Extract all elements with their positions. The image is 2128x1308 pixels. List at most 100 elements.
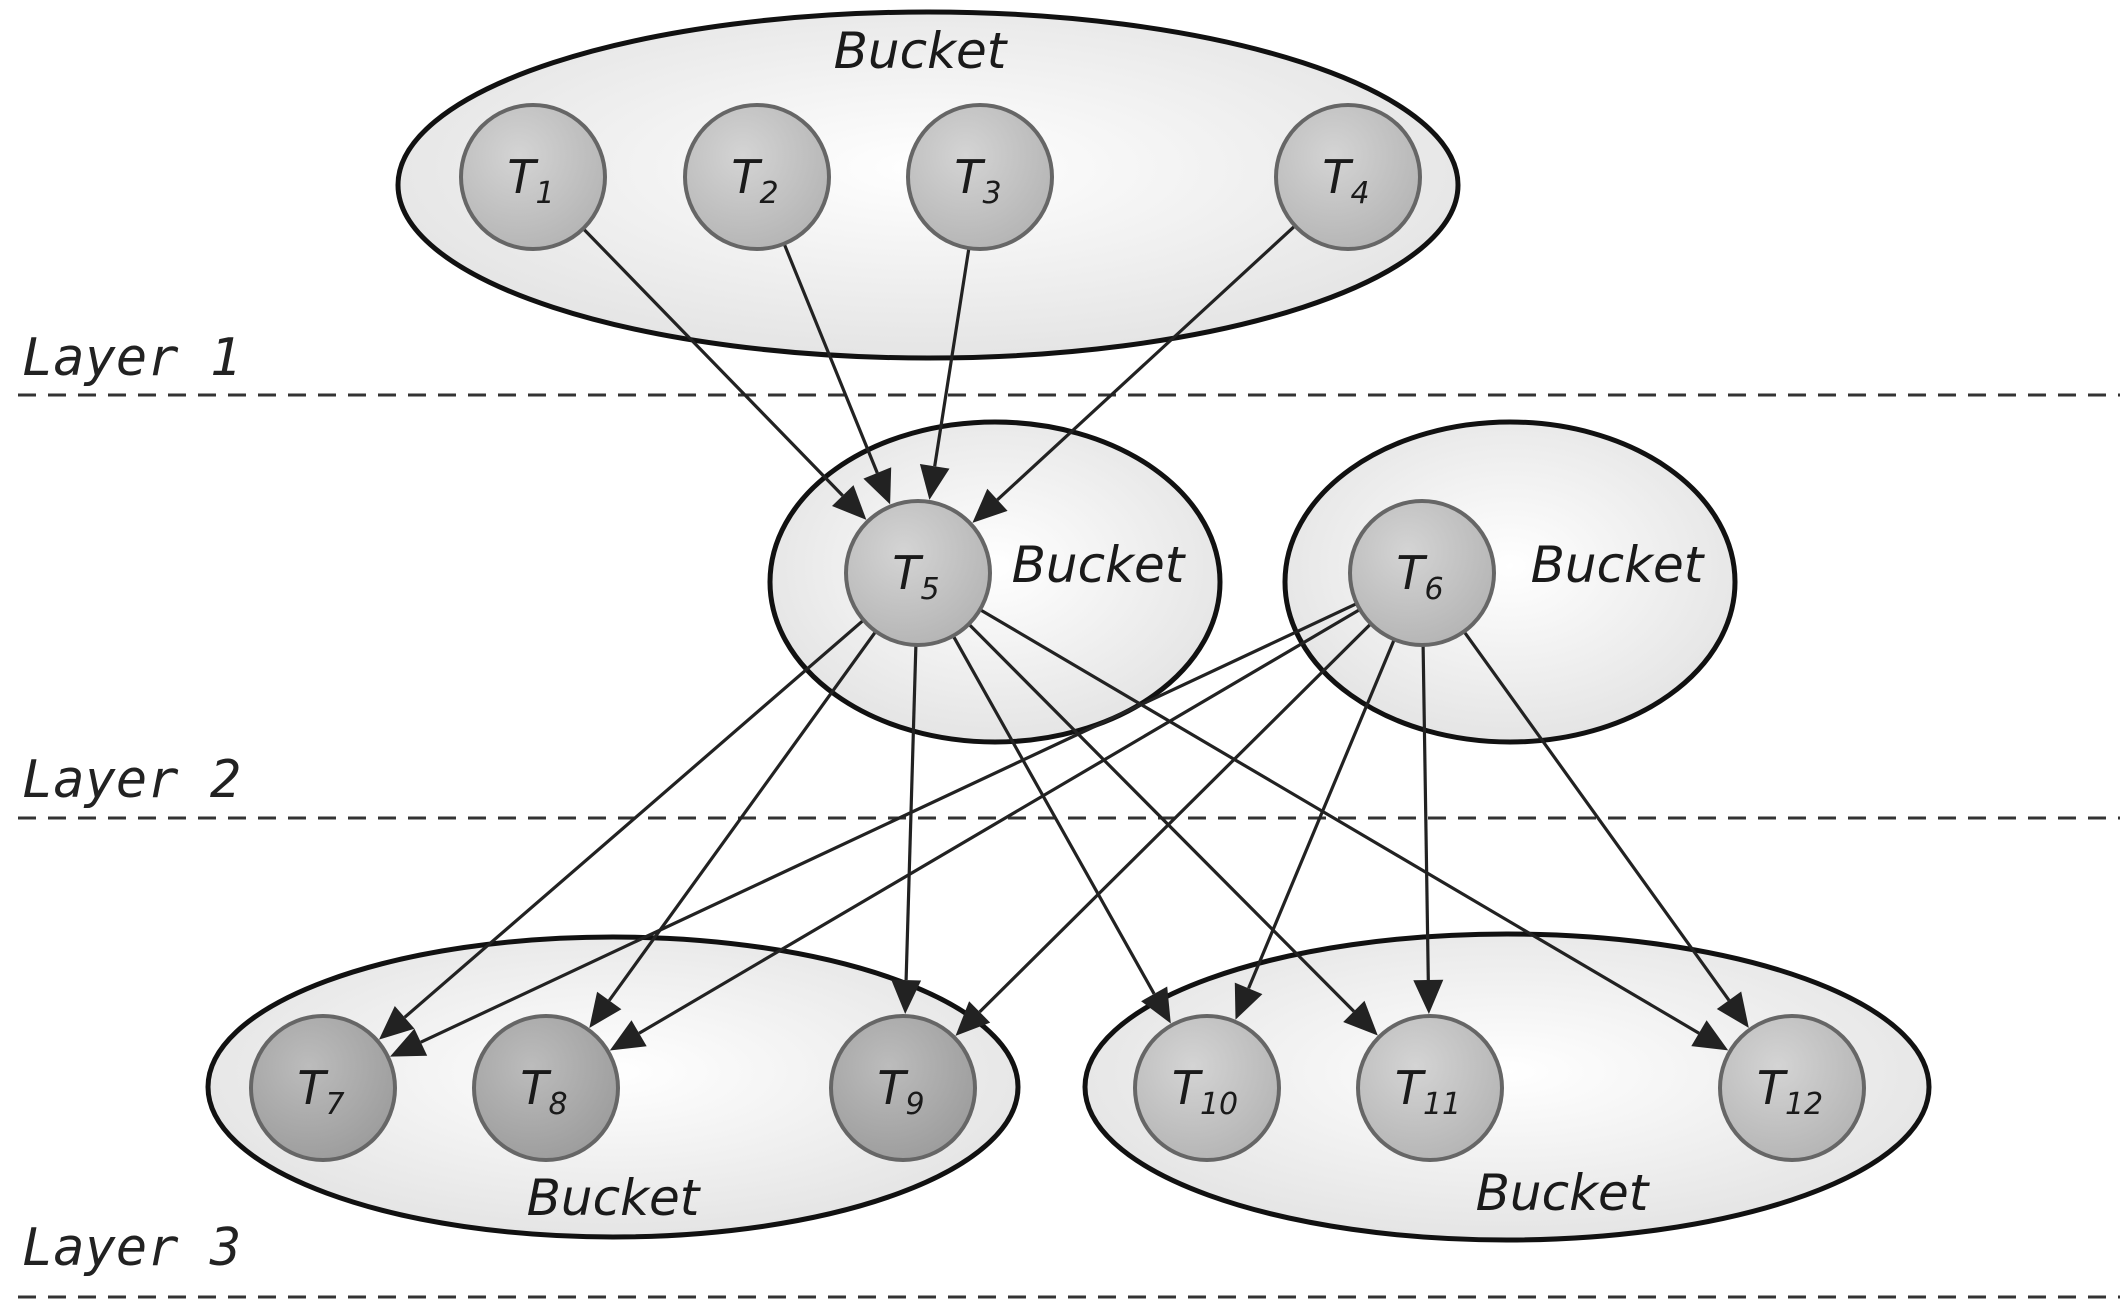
- bucket-t5-label: Bucket: [1012, 536, 1187, 594]
- task-label-t9: T: [877, 1061, 909, 1115]
- svg-text:T5: T5: [892, 546, 939, 607]
- task-circle-t11: [1356, 1014, 1504, 1162]
- arrowhead-t5-t10: [1141, 986, 1171, 1024]
- edge-t6-t8: [638, 608, 1361, 1035]
- edge-t5-t7: [403, 618, 865, 1019]
- svg-text:T8: T8: [520, 1061, 567, 1122]
- task-sub-t1: 1: [536, 176, 555, 211]
- bucket-bottom-right-label: Bucket: [1476, 1164, 1651, 1222]
- bucket-bottom-right: [1082, 931, 1932, 1243]
- task-nodes: T1 T2 T3 T4 T5 T6 T7 T8: [249, 103, 1866, 1162]
- task-label-t4: T: [1322, 150, 1354, 204]
- arrowhead-t6-t8: [609, 1020, 647, 1051]
- task-label-t6: T: [1396, 546, 1428, 600]
- task-label-t2: T: [731, 150, 763, 204]
- task-sub-t9: 9: [906, 1087, 925, 1122]
- svg-text:T10: T10: [1172, 1061, 1238, 1122]
- svg-text:T7: T7: [297, 1061, 344, 1122]
- arrowhead-t6-t10: [1234, 982, 1263, 1020]
- task-circle-t9: [829, 1014, 977, 1162]
- edge-t5-t10: [951, 635, 1156, 995]
- arrowhead-t6-t11: [1413, 979, 1444, 1014]
- svg-text:T11: T11: [1395, 1061, 1461, 1122]
- task-node-t5: T5: [844, 499, 992, 647]
- layer2-label: Layer 2: [22, 750, 241, 810]
- svg-text:T4: T4: [1322, 150, 1369, 211]
- arrowhead-t6-t12: [1716, 991, 1749, 1028]
- task-circle-t7: [249, 1014, 397, 1162]
- task-node-t7: T7: [249, 1014, 397, 1162]
- arrowhead-t5-t9: [891, 979, 922, 1014]
- svg-text:T3: T3: [954, 150, 1001, 211]
- task-sub-t8: 8: [549, 1087, 568, 1122]
- task-label-t11: T: [1395, 1061, 1427, 1115]
- edge-t4-t5: [996, 224, 1297, 501]
- task-label-t12: T: [1757, 1061, 1789, 1115]
- arrowhead-t5-t12: [1691, 1020, 1729, 1051]
- task-node-t1: T1: [459, 103, 607, 251]
- task-label-t3: T: [954, 150, 986, 204]
- task-sub-t12: 12: [1785, 1087, 1823, 1122]
- task-node-t8: T8: [472, 1014, 620, 1162]
- edge-t1-t5: [582, 227, 844, 497]
- edges: [379, 224, 1749, 1057]
- edge-t6-t7: [420, 602, 1358, 1044]
- task-circle-t3: [906, 103, 1054, 251]
- task-node-t4: T4: [1274, 103, 1422, 251]
- task-label-t1: T: [507, 150, 539, 204]
- arrowhead-t6-t7: [390, 1028, 428, 1057]
- task-sub-t2: 2: [760, 176, 779, 211]
- bucket-t6: [1282, 419, 1738, 745]
- bucket-t6-label: Bucket: [1531, 536, 1706, 594]
- arrowhead-t6-t9: [955, 1001, 991, 1036]
- task-sub-t11: 11: [1423, 1087, 1461, 1122]
- arrowhead-t1-t5: [832, 485, 867, 520]
- bucket-bottom-left-label: Bucket: [527, 1169, 702, 1227]
- edge-t5-t11: [967, 622, 1356, 1013]
- task-node-t10: T10: [1133, 1014, 1281, 1162]
- task-label-t5: T: [892, 546, 924, 600]
- layer1-label: Layer 1: [22, 328, 241, 388]
- task-circle-t1: [459, 103, 607, 251]
- edge-t5-t8: [607, 630, 878, 1002]
- task-sub-t5: 5: [921, 572, 940, 607]
- arrowhead-t5-t8: [589, 991, 622, 1028]
- arrowhead-t5-t11: [1343, 1000, 1378, 1036]
- svg-text:T6: T6: [1396, 546, 1443, 607]
- svg-text:T2: T2: [731, 150, 778, 211]
- edge-t5-t12: [979, 608, 1700, 1035]
- edge-t6-t9: [978, 622, 1373, 1014]
- svg-text:T9: T9: [877, 1061, 924, 1122]
- arrowhead-t2-t5: [863, 467, 892, 505]
- bucket-t5: [767, 419, 1223, 745]
- svg-text:T12: T12: [1757, 1061, 1823, 1122]
- edge-t2-t5: [782, 243, 879, 474]
- edge-t3-t5: [933, 247, 971, 467]
- task-circle-t12: [1718, 1014, 1866, 1162]
- task-sub-t10: 10: [1200, 1087, 1238, 1122]
- task-label-t10: T: [1172, 1061, 1204, 1115]
- task-node-t12: T12: [1718, 1014, 1866, 1162]
- arrowhead-t3-t5: [919, 464, 950, 500]
- task-sub-t3: 3: [983, 176, 1002, 211]
- edge-t6-t11: [1421, 644, 1430, 981]
- task-node-t9: T9: [829, 1014, 977, 1162]
- task-sub-t4: 4: [1351, 176, 1370, 211]
- task-circle-t10: [1133, 1014, 1281, 1162]
- edge-t6-t12: [1462, 630, 1731, 1002]
- bucket-top-label: Bucket: [834, 22, 1009, 80]
- layer3-label: Layer 3: [22, 1218, 241, 1278]
- task-circle-t5: [844, 499, 992, 647]
- task-node-t6: T6: [1348, 499, 1496, 647]
- task-sub-t7: 7: [326, 1087, 345, 1122]
- task-sub-t6: 6: [1425, 572, 1444, 607]
- task-label-t7: T: [297, 1061, 329, 1115]
- task-circle-t8: [472, 1014, 620, 1162]
- arrowhead-t5-t7: [379, 1006, 415, 1040]
- task-circle-t4: [1274, 103, 1422, 251]
- task-node-t3: T3: [906, 103, 1054, 251]
- task-circle-t6: [1348, 499, 1496, 647]
- svg-text:T1: T1: [507, 150, 554, 211]
- arrowhead-t4-t5: [972, 488, 1008, 523]
